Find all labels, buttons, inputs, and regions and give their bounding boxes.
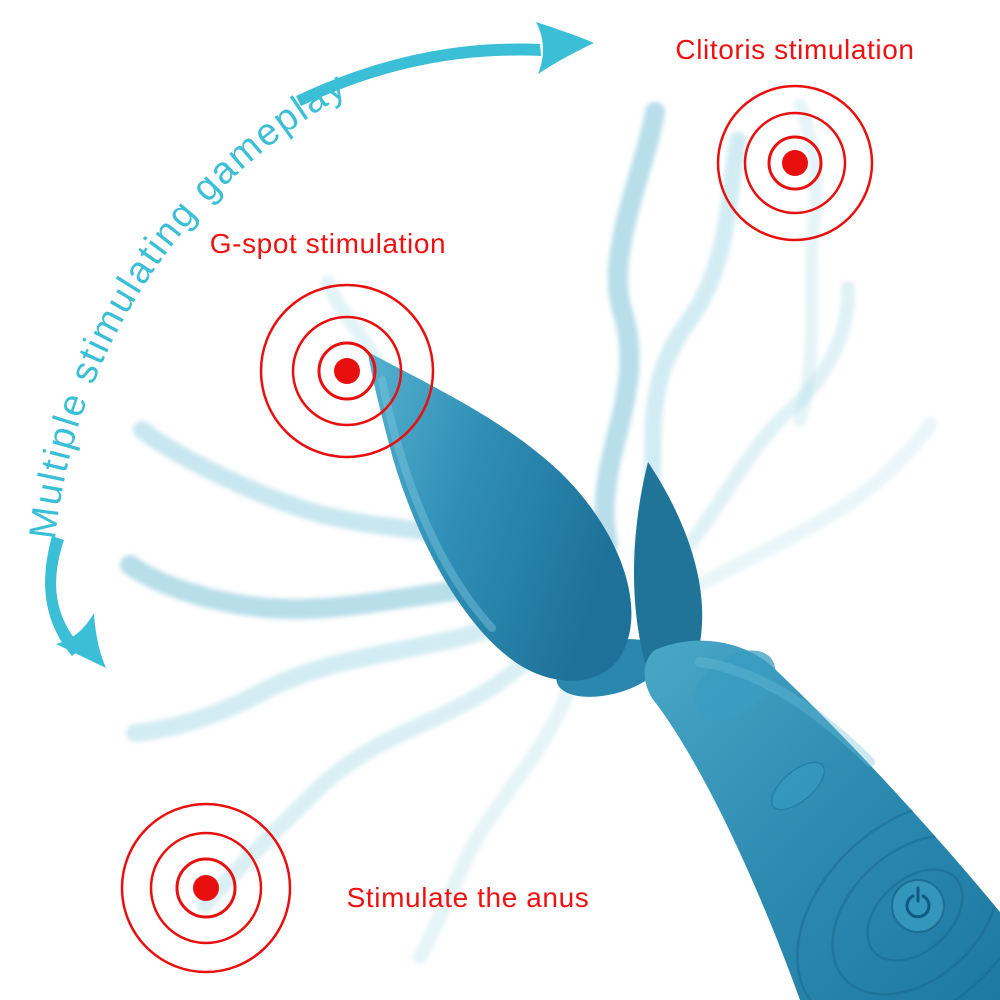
clitoris-target-icon [716, 84, 874, 242]
tentacle-ghost [793, 98, 823, 427]
gspot-target-icon [259, 283, 435, 459]
tentacle-ghost [126, 606, 537, 742]
logo-oval [770, 761, 826, 811]
head-highlight [378, 376, 496, 632]
tentacle-ghost [413, 665, 582, 964]
curved-arrow-down-icon [45, 536, 106, 668]
curved-headline: Multiple stimulating gameplay [22, 64, 352, 541]
tentacle-ghost [658, 281, 856, 582]
tentacle-ghost [683, 417, 937, 597]
anus-target-icon [120, 802, 292, 974]
flexible-head [368, 352, 632, 681]
curved-headline-text: Multiple stimulating gameplay [22, 64, 354, 541]
curved-arrow-right-icon [296, 22, 594, 106]
tentacle-ghost [594, 102, 665, 555]
product-photo [368, 352, 1000, 1000]
hinge [694, 650, 776, 720]
power-button-icon [891, 879, 945, 933]
rear-fin-tip [633, 462, 703, 680]
handle-highlight [695, 657, 875, 767]
tentacle-ghost [197, 640, 548, 913]
clitoris-label: Clitoris stimulation [675, 34, 915, 65]
gspot-label: G-spot stimulation [209, 228, 447, 259]
anus-label: Stimulate the anus [346, 882, 590, 913]
